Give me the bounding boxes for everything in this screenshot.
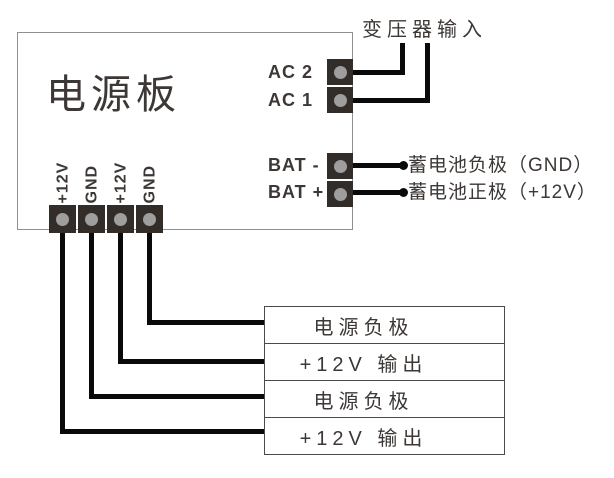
terminal-hole-icon [333, 159, 347, 173]
ac1-terminal-cell [327, 87, 353, 113]
output-table-row: +12V 输出 [265, 417, 504, 454]
bat-minus-terminal-cell [327, 153, 353, 179]
pin4-label: GND [141, 164, 159, 204]
terminal-hole-icon [333, 187, 347, 201]
pin1-cell [49, 205, 76, 233]
pin2-cell [78, 205, 105, 233]
bat-minus-terminal-label: BAT - [268, 155, 320, 175]
wire-ac1-horizontal [344, 98, 430, 103]
terminal-hole-icon [333, 93, 347, 107]
pin1-label: +12V [54, 161, 72, 204]
terminal-hole-icon [333, 65, 347, 79]
wire-bat-minus-dot-icon [399, 161, 408, 170]
output-table-row: 电源负极 [265, 380, 504, 417]
terminal-hole-icon [85, 212, 98, 226]
output-table-row: 电源负极 [313, 316, 414, 339]
wire-ac2-horizontal [344, 70, 405, 75]
wire-pin3-horizontal [118, 359, 264, 364]
pin3-cell [107, 205, 134, 233]
wire-bat-minus [344, 163, 402, 168]
terminal-hole-icon [114, 212, 127, 226]
output-table: 电源负极 +12V 输出 电源负极 +12V 输出 [264, 306, 505, 455]
wire-pin2-horizontal [89, 394, 264, 399]
bat-plus-terminal-label: BAT + [268, 182, 325, 202]
terminal-hole-icon [56, 212, 69, 226]
battery-positive-annotation: 蓄电池正极（+12V） [408, 182, 597, 203]
wire-pin1-vertical [60, 225, 65, 434]
battery-negative-annotation: 蓄电池负极（GND） [408, 155, 594, 176]
wire-ac2-vertical [400, 43, 405, 75]
board-title: 电源板 [46, 73, 181, 117]
transformer-input-label: 变压器输入 [362, 19, 487, 41]
wire-bat-plus-dot-icon [399, 188, 408, 197]
pin4-cell [136, 205, 163, 233]
bat-plus-terminal-cell [327, 181, 353, 207]
ac2-terminal-cell [327, 59, 353, 85]
power-board [17, 32, 353, 230]
wire-pin2-vertical [89, 225, 94, 399]
wire-pin3-vertical [118, 225, 123, 364]
wire-bat-plus [344, 190, 402, 195]
wire-ac1-vertical [425, 43, 430, 103]
wire-pin4-vertical [147, 225, 152, 325]
wire-pin1-horizontal [60, 429, 264, 434]
ac2-terminal-label: AC 2 [268, 62, 314, 82]
pin3-label: +12V [112, 161, 130, 204]
pin2-label: GND [83, 164, 101, 204]
output-table-row: +12V 输出 [265, 343, 504, 380]
wire-pin4-horizontal [147, 320, 264, 325]
ac1-terminal-label: AC 1 [268, 90, 314, 110]
terminal-hole-icon [143, 212, 156, 226]
